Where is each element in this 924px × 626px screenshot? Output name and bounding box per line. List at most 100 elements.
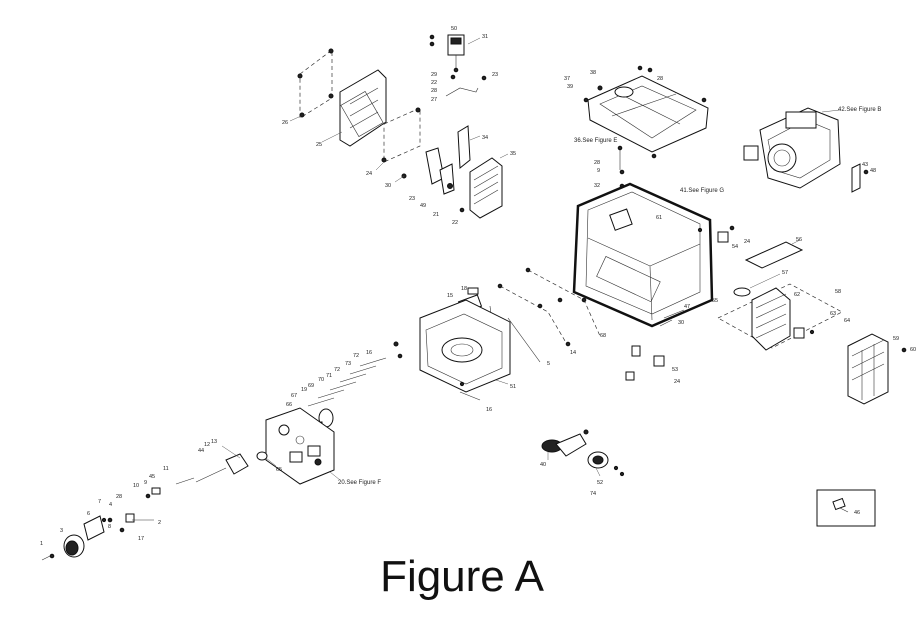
label-9-left: 9 <box>144 480 147 486</box>
label-5: 5 <box>547 361 550 367</box>
pins-28-9-32 <box>617 145 625 189</box>
label-22: 22 <box>452 220 458 226</box>
engine-42 <box>743 107 841 189</box>
part-43 <box>851 163 869 193</box>
gasket-57 <box>733 273 781 297</box>
label-28-left: 28 <box>116 494 122 500</box>
label-43: 43 <box>862 162 868 168</box>
label-2: 2 <box>158 520 161 526</box>
label-25: 25 <box>316 142 322 148</box>
label-28-top: 28 <box>431 88 437 94</box>
label-31: 31 <box>482 34 488 40</box>
label-30: 30 <box>385 183 391 189</box>
label-40: 40 <box>540 462 546 468</box>
label-64: 64 <box>844 318 850 324</box>
label-46: 46 <box>854 510 860 516</box>
label-54: 54 <box>732 244 738 250</box>
label-50: 50 <box>451 26 457 32</box>
label-6: 6 <box>87 511 90 517</box>
label-10: 10 <box>133 483 139 489</box>
label-51: 51 <box>510 384 516 390</box>
label-38: 38 <box>590 70 596 76</box>
fuel-tank-36 <box>583 65 709 159</box>
label-27-top: 27 <box>431 97 437 103</box>
label-56: 56 <box>796 237 802 243</box>
label-24-right: 24 <box>744 239 750 245</box>
label-23: 23 <box>409 196 415 202</box>
figure-title: Figure A <box>380 552 544 601</box>
label-52: 52 <box>597 480 603 486</box>
outlet-cover-3 <box>41 534 85 561</box>
parts-28-4-2 <box>107 513 154 533</box>
label-44: 44 <box>198 448 204 454</box>
panel-housing-51 <box>393 299 511 393</box>
label-11: 11 <box>163 466 169 472</box>
end-cover-59 <box>847 333 907 405</box>
label-68: 68 <box>600 333 606 339</box>
label-60: 60 <box>910 347 916 353</box>
bracket-group-24 <box>375 107 421 183</box>
label-35: 35 <box>510 151 516 157</box>
label-58: 58 <box>835 289 841 295</box>
bracket-34 <box>425 125 481 195</box>
label-18: 18 <box>461 286 467 292</box>
parts-6-7-8 <box>83 515 107 541</box>
label-13: 13 <box>211 439 217 445</box>
label-39-top: 39 <box>567 84 573 90</box>
knob-65 <box>256 451 277 467</box>
inset-box-46 <box>816 489 876 527</box>
brackets-53 <box>625 345 665 381</box>
label-45: 45 <box>149 474 155 480</box>
ref-42: 42.See Figure B <box>838 107 881 113</box>
label-49: 49 <box>420 203 426 209</box>
part-16-lower <box>459 381 481 401</box>
label-28-tank: 28 <box>657 76 663 82</box>
bolts-47-30 <box>659 309 685 327</box>
sticker-56 <box>744 239 804 269</box>
handle-44 <box>195 445 249 483</box>
ref-20: 20.See Figure F <box>338 480 381 486</box>
label-55: 55 <box>712 298 718 304</box>
part-52 <box>587 451 625 477</box>
label-37: 37 <box>564 76 570 82</box>
label-67: 67 <box>291 393 297 399</box>
label-15: 15 <box>447 293 453 299</box>
label-7: 7 <box>98 499 101 505</box>
label-16-lower: 16 <box>486 407 492 413</box>
switch-31 <box>429 34 487 97</box>
label-26: 26 <box>282 120 288 126</box>
label-47: 47 <box>684 304 690 310</box>
label-72: 72 <box>353 353 359 359</box>
label-73: 73 <box>345 361 351 367</box>
label-28: 28 <box>594 160 600 166</box>
fastener-group-14 <box>497 267 601 363</box>
cover-plate-25 <box>289 48 387 147</box>
fastener-chain <box>307 357 387 429</box>
label-29: 29 <box>431 72 437 78</box>
label-23-top: 23 <box>492 72 498 78</box>
label-24-lower: 24 <box>674 379 680 385</box>
label-16: 16 <box>366 350 372 356</box>
label-34: 34 <box>482 135 488 141</box>
label-62: 62 <box>794 292 800 298</box>
label-59: 59 <box>893 336 899 342</box>
label-3: 3 <box>60 528 63 534</box>
frame-41 <box>572 182 714 328</box>
muffler-35 <box>447 153 509 219</box>
label-30-right: 30 <box>678 320 684 326</box>
control-panel-20 <box>265 407 341 485</box>
label-65: 65 <box>276 467 282 473</box>
label-21: 21 <box>433 212 439 218</box>
label-32: 32 <box>594 183 600 189</box>
label-48: 48 <box>870 168 876 174</box>
label-61: 61 <box>656 215 662 221</box>
label-74: 74 <box>590 491 596 497</box>
label-8: 8 <box>108 524 111 530</box>
label-4: 4 <box>109 502 112 508</box>
label-53: 53 <box>672 367 678 373</box>
label-9: 9 <box>597 168 600 174</box>
label-14: 14 <box>570 350 576 356</box>
label-66: 66 <box>286 402 292 408</box>
bracket-54 <box>717 225 735 243</box>
